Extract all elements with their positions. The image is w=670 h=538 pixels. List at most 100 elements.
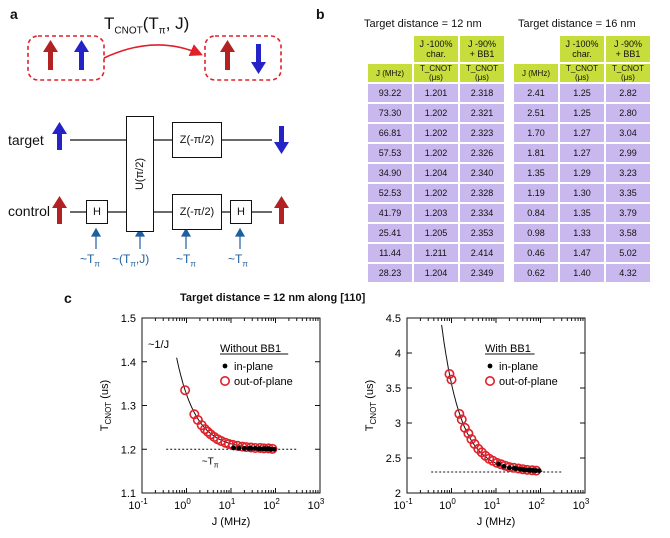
time-arrows bbox=[90, 227, 246, 249]
table-header-group: J -100% char. bbox=[414, 36, 458, 62]
control-label: control bbox=[8, 203, 51, 219]
table-cell: 3.04 bbox=[606, 124, 650, 142]
table-header-group: J -100% char. bbox=[560, 36, 604, 62]
table-cell: 2.349 bbox=[460, 264, 504, 282]
note-tpi-2-sub: π bbox=[190, 259, 196, 269]
table-header-cell: J (MHz) bbox=[368, 64, 412, 82]
legend-label-in-plane: in-plane bbox=[234, 361, 273, 373]
table-cell: 4.32 bbox=[606, 264, 650, 282]
table-cell: 2.340 bbox=[460, 164, 504, 182]
y-tick-label: 2 bbox=[395, 488, 401, 500]
circuit-diagram bbox=[27, 35, 289, 249]
x-tick-label: 10-1 bbox=[128, 497, 148, 512]
legend-label-in-plane: in-plane bbox=[499, 361, 538, 373]
table-cell: 2.414 bbox=[460, 244, 504, 262]
u-gate: U(π/2) bbox=[126, 116, 154, 232]
table-cell: 1.204 bbox=[414, 264, 458, 282]
data-point-in-plane bbox=[241, 445, 247, 451]
data-point-out-of-plane bbox=[180, 385, 191, 396]
u-gate-label: U(π/2) bbox=[134, 157, 147, 191]
cnot-title-args-end: , J) bbox=[165, 14, 190, 33]
table-cell: 1.202 bbox=[414, 124, 458, 142]
y-tick-label: 3.5 bbox=[386, 383, 401, 395]
note-tpi-2: ~Tπ bbox=[176, 252, 196, 268]
legend-title: Without BB1 bbox=[220, 343, 281, 355]
table-cell: 5.02 bbox=[606, 244, 650, 262]
legend-label-out-of-plane: out-of-plane bbox=[234, 376, 293, 388]
z-gate-control: Z(-π/2) bbox=[172, 194, 222, 230]
data-point-in-plane bbox=[248, 445, 254, 451]
table-cell: 1.35 bbox=[514, 164, 558, 182]
y-tick-label: 2.5 bbox=[386, 453, 401, 465]
cnot-title-sub: CNOT bbox=[114, 25, 143, 37]
note-tpi-1-text: ~T bbox=[80, 252, 95, 266]
x-tick-label: 10-1 bbox=[393, 497, 413, 512]
table-header-group: J -90% + BB1 bbox=[606, 36, 650, 62]
x-tick-label: 102 bbox=[263, 497, 280, 512]
x-tick-label: 101 bbox=[484, 497, 501, 512]
data-point-out-of-plane bbox=[466, 434, 477, 445]
table-cell: 52.53 bbox=[368, 184, 412, 202]
panel-label-b: b bbox=[316, 6, 325, 22]
table-header-group bbox=[368, 36, 412, 62]
note-tpi-j-end: ,J) bbox=[135, 252, 150, 266]
table-cell: 1.202 bbox=[414, 104, 458, 122]
cnot-title-args: (T bbox=[142, 14, 159, 33]
y-axis-label: TCNOT (us) bbox=[99, 380, 113, 431]
note-tpi-j-text: ~(T bbox=[112, 252, 131, 266]
data-point-in-plane bbox=[506, 465, 512, 471]
figure-c-title: Target distance = 12 nm along [110] bbox=[180, 292, 366, 304]
control-spin-up-out-icon bbox=[274, 196, 289, 224]
y-tick-label: 1.4 bbox=[121, 357, 136, 369]
table-header-cell: T_CNOT (μs) bbox=[606, 64, 650, 82]
table-header-cell: T_CNOT (μs) bbox=[560, 64, 604, 82]
hadamard-gate-1: H bbox=[86, 200, 108, 224]
note-tpi-j-sub: π bbox=[130, 259, 136, 269]
data-point-in-plane bbox=[268, 446, 274, 452]
table-cell: 3.58 bbox=[606, 224, 650, 242]
data-point-in-plane bbox=[528, 467, 534, 473]
table-cell: 1.30 bbox=[560, 184, 604, 202]
table-header-cell: J (MHz) bbox=[514, 64, 558, 82]
hadamard-gate-2: H bbox=[230, 200, 252, 224]
table-cell: 2.80 bbox=[606, 104, 650, 122]
x-tick-label: 100 bbox=[174, 497, 191, 512]
data-point-out-of-plane bbox=[463, 428, 474, 439]
legend-title: With BB1 bbox=[485, 343, 531, 355]
y-tick-label: 3 bbox=[395, 418, 401, 430]
x-tick-label: 100 bbox=[439, 497, 456, 512]
table-cell: 0.98 bbox=[514, 224, 558, 242]
table-header-group bbox=[514, 36, 558, 62]
y-tick-label: 1.2 bbox=[121, 444, 136, 456]
table-cell: 3.79 bbox=[606, 204, 650, 222]
data-point-out-of-plane bbox=[446, 374, 457, 385]
data-point-in-plane bbox=[263, 446, 269, 452]
note-tpi-3: ~Tπ bbox=[228, 252, 248, 268]
x-axis-label: J (MHz) bbox=[477, 516, 516, 528]
legend-marker-in-plane bbox=[222, 363, 228, 369]
cnot-title: TCNOT(Tπ, J) bbox=[104, 14, 189, 36]
data-point-in-plane bbox=[522, 467, 528, 473]
table-cell: 1.35 bbox=[560, 204, 604, 222]
table-12nm-title: Target distance = 12 nm bbox=[364, 18, 482, 30]
control-spin-up-icon bbox=[52, 196, 67, 224]
x-axis-label: J (MHz) bbox=[212, 516, 251, 528]
annotation-tpi: ~Tπ bbox=[202, 456, 219, 469]
table-cell: 1.47 bbox=[560, 244, 604, 262]
table-cell: 1.204 bbox=[414, 164, 458, 182]
spin-up-red-icon bbox=[43, 40, 58, 70]
y-axis-label: TCNOT (us) bbox=[364, 380, 378, 431]
